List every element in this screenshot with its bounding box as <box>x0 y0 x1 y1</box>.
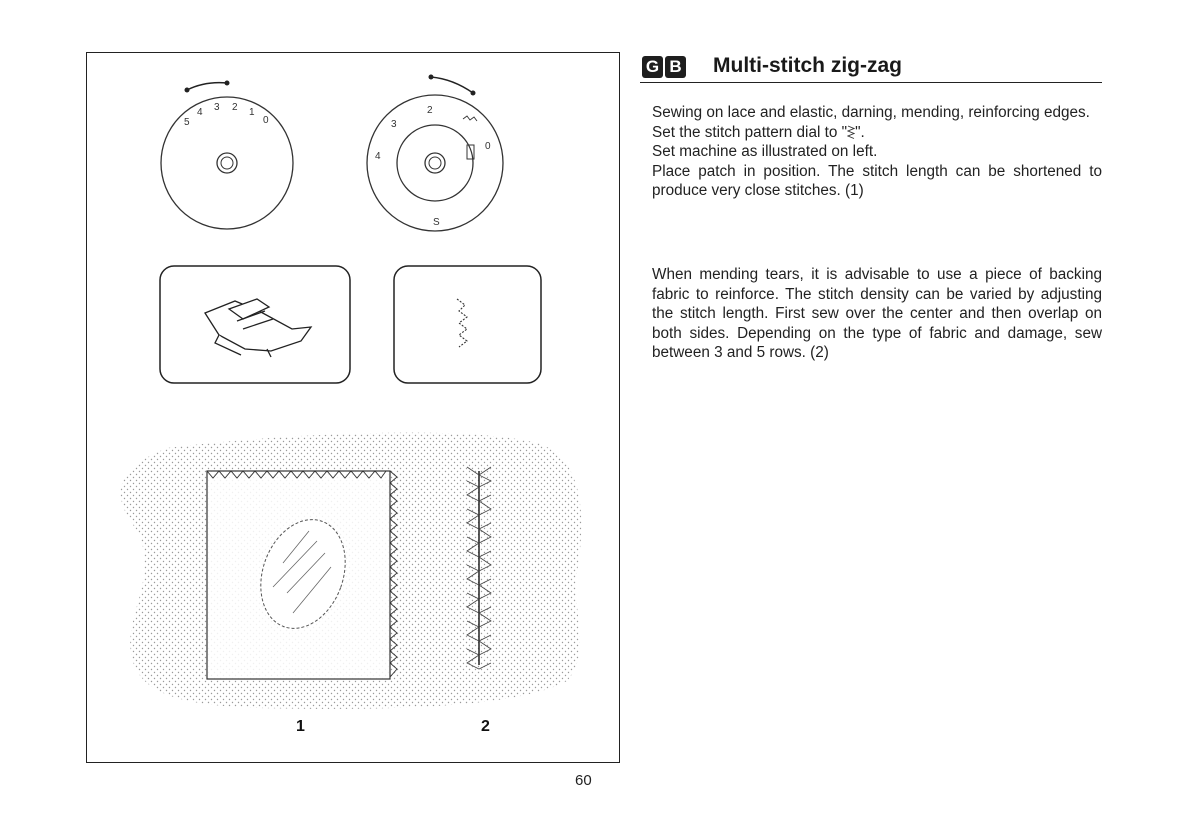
multi-zigzag-icon <box>846 125 856 139</box>
length-dial-num: 4 <box>197 107 203 118</box>
presser-foot-icon <box>204 298 313 358</box>
badge-letter: B <box>665 56 686 78</box>
width-dial-num: 2 <box>427 105 433 116</box>
stitch-pattern-box <box>393 265 542 384</box>
stitch-length-dial: 5 4 3 2 1 0 <box>160 80 294 230</box>
section-header: G B Multi-stitch zig-zag <box>640 52 1102 83</box>
presser-foot-box <box>159 265 351 384</box>
length-dial-num: 3 <box>214 102 220 113</box>
badge-letter: G <box>642 56 663 78</box>
stitch-pattern-dial: 2 3 4 0 S <box>366 74 504 232</box>
page-title: Multi-stitch zig-zag <box>713 54 902 77</box>
paragraph-text: Set the stitch pattern dial to " <box>652 123 848 141</box>
paragraph: Place patch in position. The stitch leng… <box>652 162 1102 200</box>
width-dial-num: 3 <box>391 119 397 130</box>
length-dial-num: 5 <box>184 117 190 128</box>
length-dial-num: 1 <box>249 107 255 118</box>
figure-label-2: 2 <box>481 718 490 735</box>
length-dial-num: 0 <box>263 115 269 126</box>
paragraph: Sewing on lace and elastic, darning, men… <box>652 104 1090 121</box>
page-number: 60 <box>575 772 592 789</box>
length-dial-num: 2 <box>232 102 238 113</box>
paragraph: When mending tears, it is advisable to u… <box>652 266 1102 361</box>
width-dial-num: 0 <box>485 141 491 152</box>
width-dial-num: 4 <box>375 151 381 162</box>
paragraph: Set the stitch pattern dial to " ". <box>652 123 1102 143</box>
instructions-block-2: When mending tears, it is advisable to u… <box>652 265 1102 363</box>
paragraph: Set machine as illustrated on left. <box>652 143 878 160</box>
paragraph-text: ". <box>855 123 865 141</box>
settings-illustration: 5 4 3 2 1 0 2 3 4 0 S <box>120 74 582 709</box>
width-dial-num: S <box>433 217 440 228</box>
fabric-illustration <box>120 432 582 709</box>
instructions-block-1: Sewing on lace and elastic, darning, men… <box>652 103 1102 201</box>
figure-label-1: 1 <box>296 718 305 735</box>
illustration-panel: 5 4 3 2 1 0 2 3 4 0 S <box>86 52 620 763</box>
language-badge: G B <box>642 56 686 78</box>
